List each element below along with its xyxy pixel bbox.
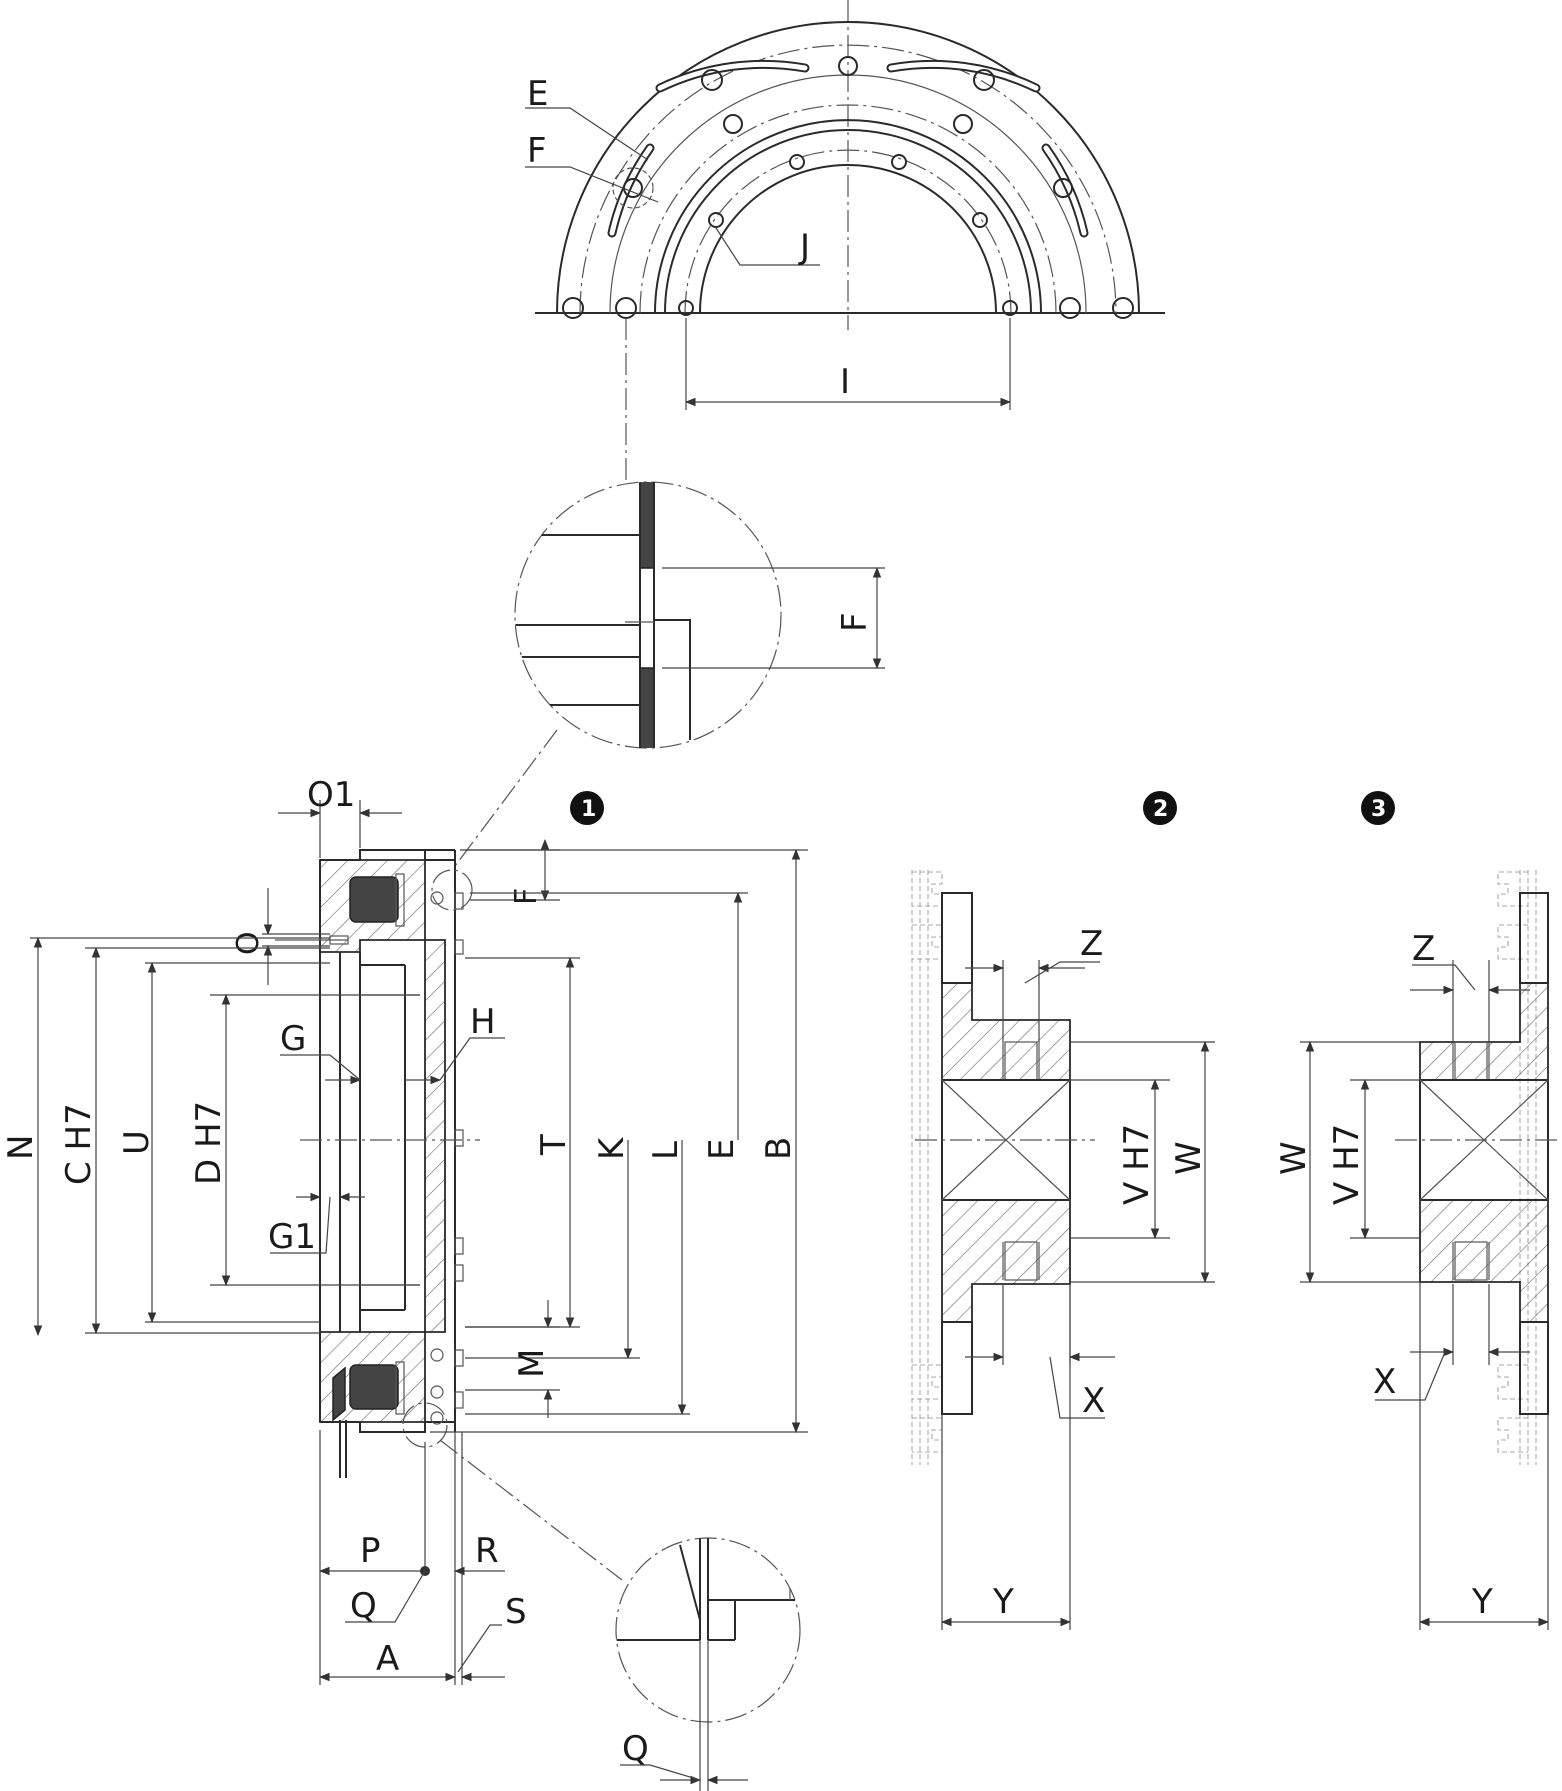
label-E-section: E (702, 1139, 742, 1160)
label-P: P (360, 1531, 381, 1571)
label-F-detail: F (835, 612, 875, 632)
label-Q-detail: Q (622, 1729, 649, 1769)
badge-3-text: 3 (1371, 797, 1386, 822)
label-W-v2: W (1169, 1141, 1209, 1175)
label-J-top: J (798, 227, 810, 267)
label-B: B (759, 1137, 799, 1160)
label-F-section: F (509, 888, 544, 905)
label-C-H7: C H7 (59, 1103, 99, 1185)
label-X-v3: X (1373, 1362, 1396, 1402)
variant-3-view: 3 Z (1274, 791, 1560, 1630)
label-U: U (117, 1130, 157, 1155)
badge-1 (570, 791, 604, 825)
label-T: T (534, 1134, 574, 1156)
label-M: M (512, 1349, 552, 1378)
detail-lower: Q (615, 1537, 801, 1791)
label-V-H7-v2: V H7 (1117, 1124, 1157, 1205)
label-A: A (376, 1639, 399, 1679)
label-Q: Q (350, 1586, 377, 1626)
badge-2 (1143, 791, 1177, 825)
label-X-v2: X (1082, 1381, 1105, 1421)
variant-2-view: 2 Z (911, 791, 1215, 1630)
label-O: O (231, 931, 266, 955)
top-view: E F J I (525, 0, 1165, 480)
label-Z-v2: Z (1080, 924, 1103, 964)
label-V-H7-v3: V H7 (1327, 1124, 1367, 1205)
label-E-top: E (527, 74, 548, 114)
label-R: R (475, 1531, 499, 1571)
label-L: L (646, 1141, 686, 1160)
detail-upper: F (451, 481, 885, 871)
label-G: G (280, 1019, 306, 1059)
label-F-top: F (527, 131, 547, 171)
label-Y-v2: Y (992, 1582, 1014, 1622)
badge-2-text: 2 (1153, 797, 1168, 822)
label-G1: G1 (268, 1217, 316, 1257)
label-N: N (1, 1135, 41, 1160)
label-O1: O1 (307, 775, 355, 815)
label-I-top: I (840, 362, 850, 402)
badge-3 (1361, 791, 1395, 825)
label-S: S (505, 1592, 527, 1632)
badge-1-text: 1 (581, 797, 596, 822)
label-K: K (592, 1136, 632, 1160)
label-D-H7: D H7 (189, 1101, 229, 1185)
label-H: H (470, 1002, 496, 1042)
label-Y-v3: Y (1471, 1582, 1493, 1622)
section-view: 1 (1, 775, 808, 1685)
label-Z-v3: Z (1412, 929, 1435, 969)
label-W-v3: W (1274, 1141, 1314, 1175)
